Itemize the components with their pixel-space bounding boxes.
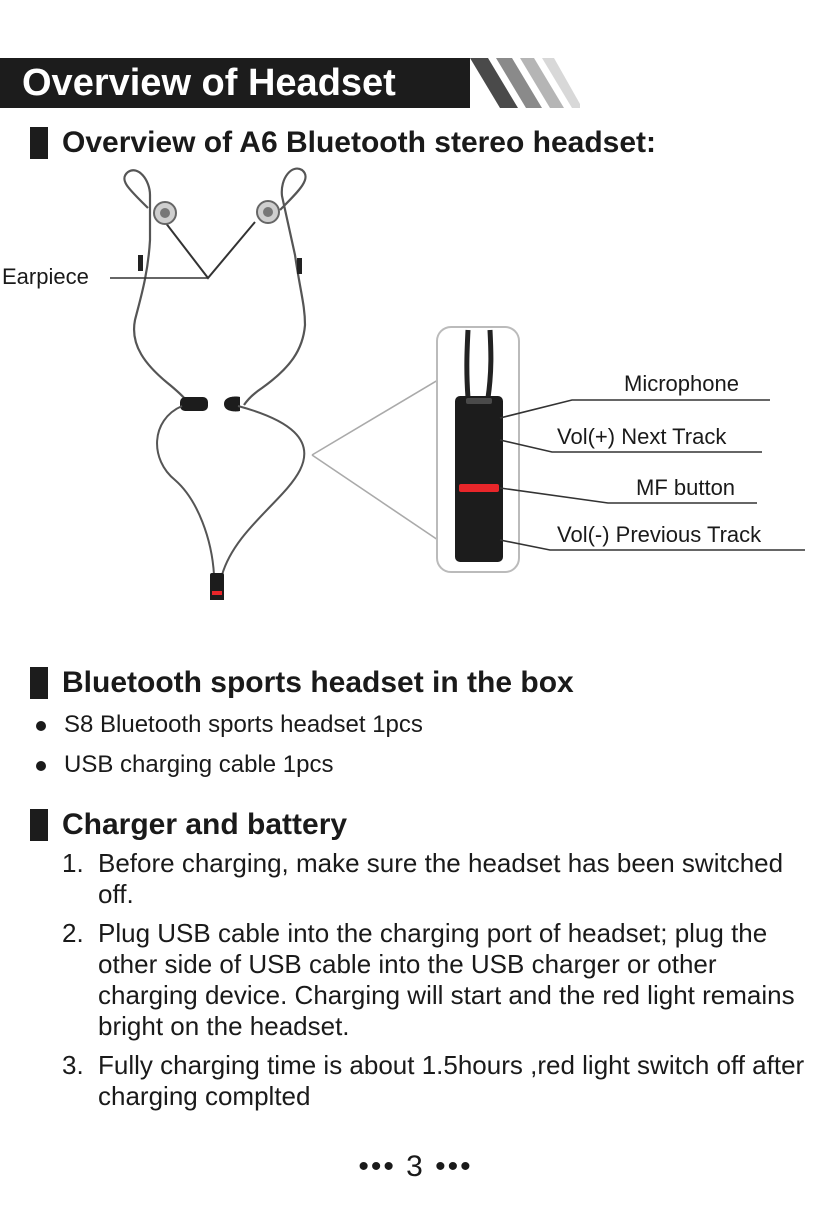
heading-bar	[30, 809, 48, 841]
lower-right-cable	[221, 405, 306, 576]
earpiece-pointer	[164, 221, 256, 280]
box-contents-list: S8 Bluetooth sports headset 1pcs USB cha…	[30, 705, 423, 785]
title-banner: Overview of Headset	[0, 58, 580, 108]
list-item: 3. Fully charging time is about 1.5hours…	[62, 1050, 822, 1112]
right-magnet-head	[224, 396, 240, 412]
list-item: USB charging cable 1pcs	[30, 745, 423, 785]
step-text: Before charging, make sure the headset h…	[98, 848, 784, 909]
zoom-line-top	[311, 379, 439, 456]
vol-plus-label: Vol(+) Next Track	[557, 424, 727, 449]
vol-minus-label: Vol(-) Previous Track	[557, 522, 762, 547]
page-title: Overview of Headset	[22, 62, 396, 104]
list-item: 2. Plug USB cable into the charging port…	[62, 918, 822, 1042]
step-number: 3.	[62, 1050, 84, 1080]
charger-heading-text: Charger and battery	[62, 808, 348, 841]
heading-bar	[30, 127, 48, 159]
right-cable	[243, 167, 307, 406]
overview-heading-text: Overview of A6 Bluetooth stereo headset:	[62, 126, 657, 159]
earpiece-label: Earpiece	[2, 264, 89, 289]
step-text: Fully charging time is about 1.5hours ,r…	[98, 1050, 805, 1111]
right-earbud-icon	[256, 200, 280, 224]
left-cable	[123, 169, 191, 406]
control-unit-small	[210, 573, 224, 600]
box-heading: Bluetooth sports headset in the box	[30, 666, 574, 700]
zoom-line-bottom	[311, 454, 439, 541]
heading-bar	[30, 667, 48, 699]
page-number: ••• 3 •••	[358, 1150, 473, 1183]
box-heading-text: Bluetooth sports headset in the box	[62, 666, 574, 699]
list-item: S8 Bluetooth sports headset 1pcs	[30, 705, 423, 745]
step-text: Plug USB cable into the charging port of…	[98, 918, 795, 1041]
charger-heading: Charger and battery	[30, 808, 347, 842]
banner-stripes-decoration	[470, 58, 580, 108]
step-number: 2.	[62, 918, 84, 948]
left-earbud-icon	[153, 201, 177, 225]
step-number: 1.	[62, 848, 84, 878]
banner-background	[0, 58, 470, 108]
microphone-label: Microphone	[624, 371, 739, 396]
mf-button-indicator	[459, 484, 499, 492]
overview-heading: Overview of A6 Bluetooth stereo headset:	[30, 126, 656, 160]
list-item: 1. Before charging, make sure the headse…	[62, 848, 822, 910]
lower-left-cable	[156, 405, 215, 576]
left-magnet-head	[180, 397, 208, 411]
headset-diagram	[110, 167, 805, 600]
charging-steps-list: 1. Before charging, make sure the headse…	[62, 848, 822, 1120]
control-unit-body	[455, 396, 503, 562]
mf-button-label: MF button	[636, 475, 736, 500]
